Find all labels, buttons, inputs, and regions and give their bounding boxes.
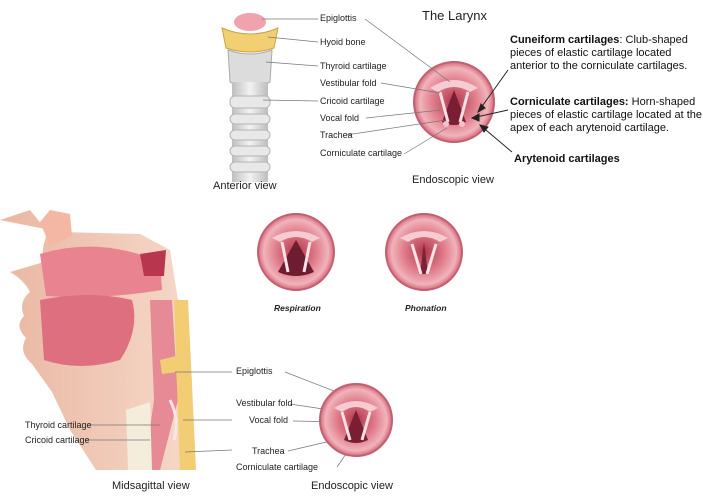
caption-endoscopic-view-top: Endoscopic view: [412, 174, 494, 186]
label-hyoid-bone: Hyoid bone: [320, 37, 366, 47]
label-epiglottis: Epiglottis: [320, 13, 357, 23]
label-mid-epiglottis: Epiglottis: [236, 366, 273, 376]
endoscopic-view-bottom: [319, 383, 393, 457]
note-cuneiform: Cuneiform cartilages: Club-shaped pieces…: [510, 34, 703, 73]
note-arytenoid: Arytenoid cartilages: [514, 153, 620, 165]
label-corniculate-cartilage: Corniculate cartilage: [320, 148, 403, 158]
label-thyroid-cartilage: Thyroid cartilage: [320, 61, 387, 71]
note-cuneiform-title: Cuneiform cartilages: [510, 34, 620, 46]
endoscopic-view-top: [413, 61, 495, 143]
label-phonation: Phonation: [405, 303, 447, 313]
endoscopic-leaders: [345, 18, 451, 155]
anterior-leaders: [262, 18, 319, 102]
note-cuneiform-text: : Club-shaped pieces of elastic cartilag…: [510, 34, 688, 72]
label-mid-thyroid-cartilage: Thyroid cartilage: [25, 420, 92, 430]
label-vestibular-fold: Vestibular fold: [320, 78, 377, 88]
label-cricoid-cartilage: Cricoid cartilage: [320, 96, 385, 106]
label-mid-trachea: Trachea: [252, 446, 285, 456]
note-corniculate: Corniculate cartilages: Horn-shaped piec…: [510, 96, 703, 135]
caption-anterior-view: Anterior view: [213, 180, 277, 192]
anterior-larynx: [221, 13, 279, 182]
note-arrows: [470, 69, 513, 153]
respiration-view: [257, 213, 335, 291]
label-respiration: Respiration: [274, 303, 321, 313]
note-corniculate-text: Horn-shaped pieces of elastic cartilage …: [510, 96, 703, 134]
caption-endoscopic-view-bottom: Endoscopic view: [311, 480, 393, 492]
note-corniculate-title: Corniculate cartilages:: [510, 96, 629, 108]
phonation-view: [385, 213, 463, 291]
label-mid-corniculate-cartilage: Corniculate cartilage: [236, 462, 319, 472]
label-mid-vestibular-fold: Vestibular fold: [236, 398, 293, 408]
diagram-title: The Larynx: [422, 8, 488, 23]
label-trachea: Trachea: [320, 130, 353, 140]
label-mid-cricoid-cartilage: Cricoid cartilage: [25, 435, 90, 445]
caption-midsagittal-view: Midsagittal view: [112, 480, 190, 492]
label-vocal-fold: Vocal fold: [320, 113, 360, 123]
midsagittal-head: [0, 210, 196, 470]
label-mid-vocal-fold: Vocal fold: [249, 415, 289, 425]
